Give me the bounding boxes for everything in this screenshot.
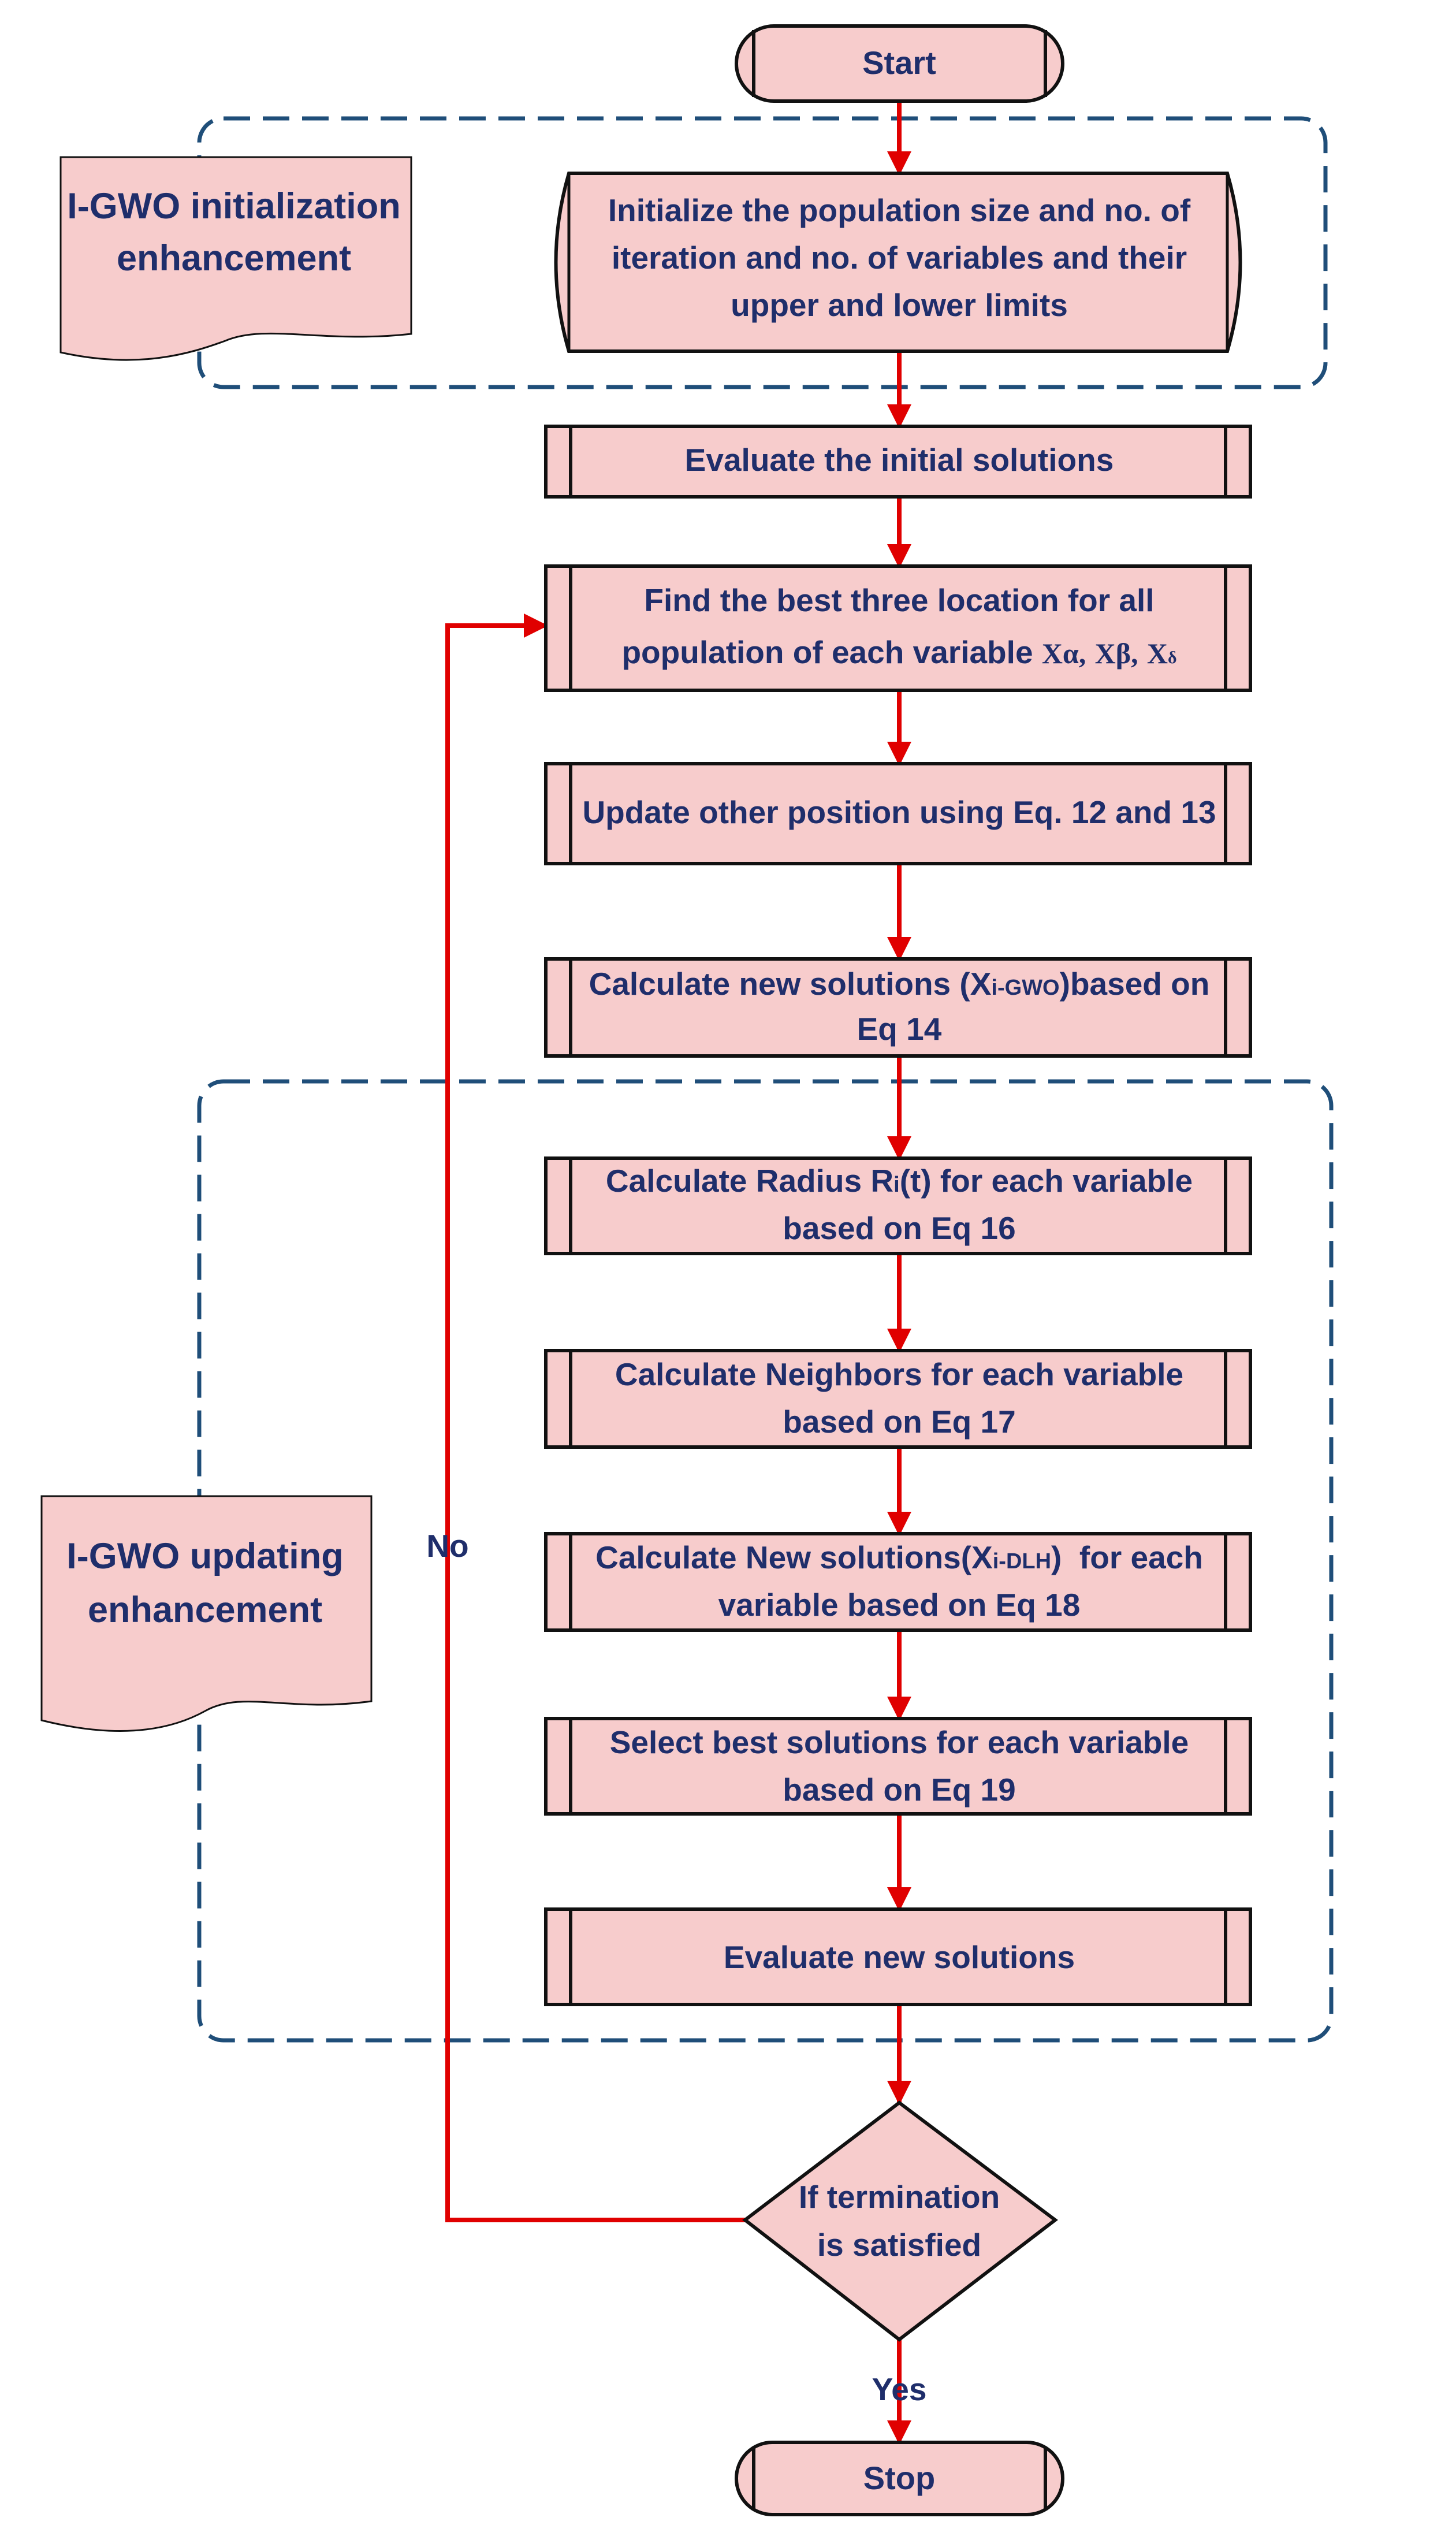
start-terminal: Start: [735, 24, 1064, 103]
init-enhancement-line-2: enhancement: [117, 238, 351, 278]
start-label: Start: [862, 44, 936, 81]
calc-new-solutions-box: Calculate new solutions (Xi-GWO)based on…: [544, 957, 1252, 1058]
select-best-line-1: Select best solutions for each variable: [610, 1724, 1189, 1760]
select-best-line-2: based on Eq 19: [783, 1772, 1015, 1808]
stop-label: Stop: [863, 2460, 935, 2496]
neighbors-line-2: based on Eq 17: [783, 1404, 1015, 1440]
dlh-line-2: variable based on Eq 18: [718, 1587, 1081, 1623]
initialize-line-2: iteration and no. of variables and their: [612, 240, 1187, 276]
flow-arrows: [445, 101, 911, 2445]
update-position-label: Update other position using Eq. 12 and 1…: [582, 794, 1216, 830]
arrow-loop-no: [445, 613, 745, 2222]
updating-enhancement-group: [197, 1079, 1334, 2043]
find-best-line-2: population of each variable Xα, Xβ, Xδ: [621, 634, 1176, 670]
evaluate-initial-label: Evaluate the initial solutions: [685, 442, 1114, 478]
stop-terminal: Stop: [735, 2441, 1064, 2516]
no-label: No: [426, 1528, 468, 1564]
update-position-box: Update other position using Eq. 12 and 1…: [544, 762, 1252, 865]
radius-line-1: Calculate Radius Ri(t) for each variable: [606, 1163, 1193, 1199]
neighbors-box: Calculate Neighbors for each variable ba…: [544, 1349, 1252, 1449]
yes-label: Yes: [872, 2371, 927, 2407]
updating-enhancement-line-1: I-GWO updating: [66, 1536, 343, 1576]
initialize-box: Initialize the population size and no. o…: [554, 172, 1242, 353]
select-best-box: Select best solutions for each variable …: [544, 1717, 1252, 1816]
evaluate-initial-box: Evaluate the initial solutions: [544, 425, 1252, 499]
init-enhancement-note: I-GWO initialization enhancement: [59, 156, 412, 361]
find-best-box: Find the best three location for all pop…: [544, 564, 1252, 692]
termination-decision: If termination is satisfied: [742, 2100, 1058, 2342]
dlh-box: Calculate New solutions(Xi-DLH) for each…: [544, 1532, 1252, 1632]
calc-new-line-2: Eq 14: [857, 1011, 942, 1047]
decision-line-1: If termination: [799, 2179, 1000, 2215]
updating-enhancement-line-2: enhancement: [88, 1590, 322, 1630]
init-enhancement-line-1: I-GWO initialization: [67, 186, 400, 226]
neighbors-line-1: Calculate Neighbors for each variable: [615, 1356, 1183, 1392]
initialize-line-3: upper and lower limits: [731, 287, 1068, 323]
dlh-line-1: Calculate New solutions(Xi-DLH) for each: [595, 1539, 1203, 1575]
decision-line-2: is satisfied: [817, 2227, 981, 2263]
radius-box: Calculate Radius Ri(t) for each variable…: [544, 1156, 1252, 1255]
initialize-line-1: Initialize the population size and no. o…: [608, 192, 1191, 228]
updating-enhancement-note: I-GWO updating enhancement: [40, 1495, 373, 1732]
evaluate-new-box: Evaluate new solutions: [544, 1907, 1252, 2006]
calc-new-line-1: Calculate new solutions (Xi-GWO)based on: [589, 966, 1210, 1002]
evaluate-new-label: Evaluate new solutions: [724, 1939, 1075, 1975]
radius-line-2: based on Eq 16: [783, 1210, 1015, 1246]
find-best-line-1: Find the best three location for all: [644, 582, 1154, 618]
